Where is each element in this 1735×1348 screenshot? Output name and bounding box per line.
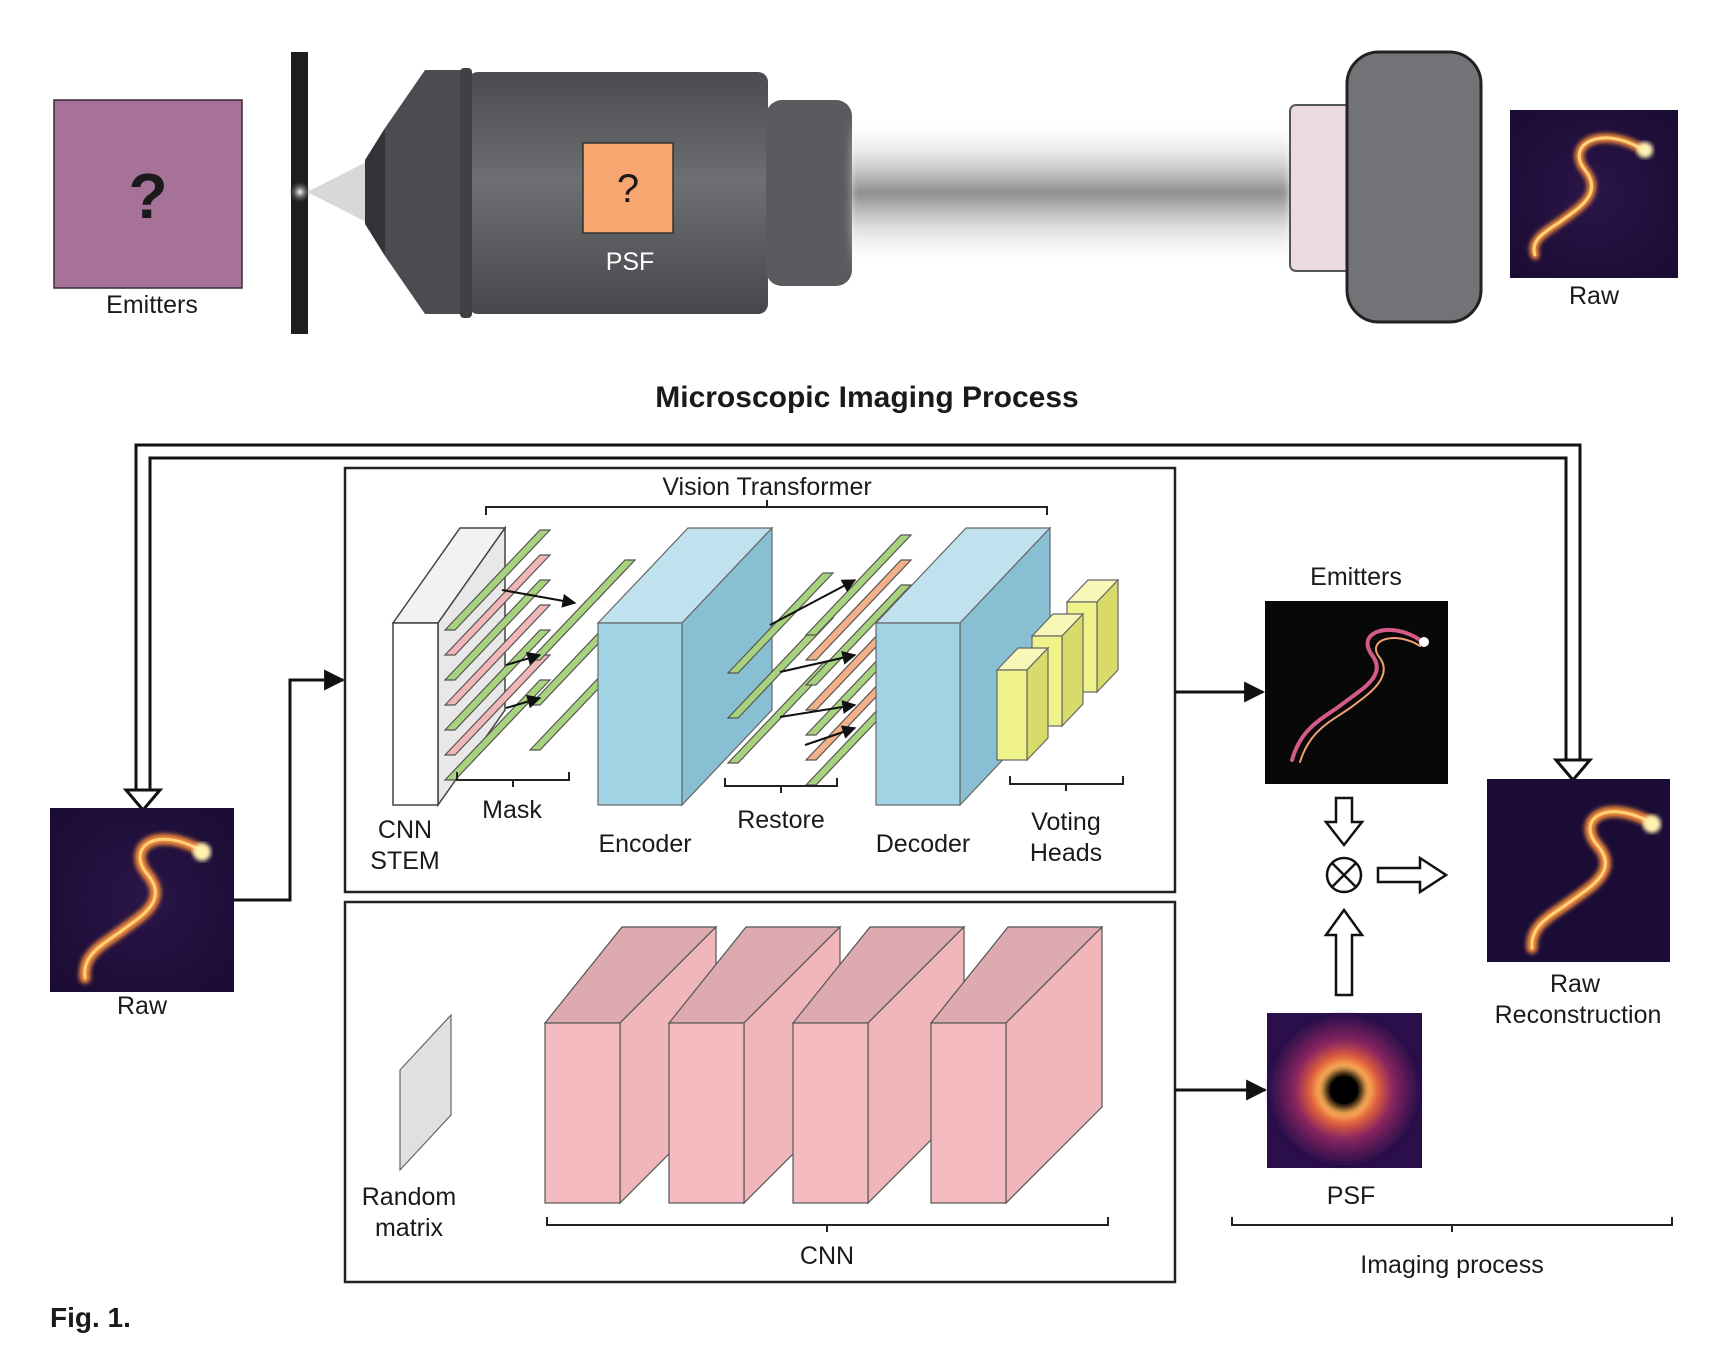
voting-label-2: Heads (1030, 839, 1102, 867)
raw-input-image (50, 808, 234, 992)
cnn-brace (546, 1217, 1109, 1232)
vit-brace (485, 500, 1048, 515)
voting-brace (1009, 776, 1124, 791)
raw-reconstruction-image (1487, 779, 1670, 962)
decoder-label: Decoder (876, 830, 971, 858)
feedback-loop-arrows (122, 443, 1594, 813)
imaging-process-brace (1231, 1217, 1673, 1232)
figure-label: Fig. 1. (50, 1302, 131, 1333)
encoder-label: Encoder (598, 830, 691, 858)
camera (1289, 50, 1483, 324)
mask-arrows (501, 589, 577, 709)
encoder-block (596, 526, 774, 807)
raw-reconstruction-label-1: Raw (1550, 970, 1601, 998)
cnn-blocks (543, 925, 1104, 1205)
raw-top-label: Raw (1569, 282, 1620, 310)
cnn-block-3 (791, 925, 966, 1205)
page-title: Microscopic Imaging Process (655, 381, 1078, 414)
raw-to-vit-arrow (234, 669, 346, 902)
emitters-output-label: Emitters (1310, 563, 1402, 591)
convolution-operator (1323, 796, 1449, 997)
light-spot (289, 181, 311, 203)
restore-label: Restore (737, 806, 825, 834)
emitters-output-image (1265, 601, 1448, 784)
random-matrix-label-1: Random (362, 1183, 457, 1211)
cnn-block-1 (543, 925, 718, 1205)
raw-reconstruction-label-2: Reconstruction (1495, 1001, 1662, 1029)
cnn-block-4 (929, 925, 1104, 1205)
random-matrix-plane (399, 1013, 452, 1172)
imaging-process-label: Imaging process (1360, 1251, 1543, 1279)
cnn-label: CNN (800, 1242, 854, 1270)
cnn-stem-block (391, 525, 507, 808)
light-beam (850, 118, 1290, 268)
psf-top-label: PSF (606, 248, 655, 276)
restore-brace (724, 778, 838, 793)
raw-input-label: Raw (117, 992, 168, 1020)
mask-label: Mask (482, 796, 542, 824)
voting-heads (995, 578, 1120, 762)
psf-question-mark: ? (617, 167, 639, 211)
psf-output-image (1267, 1013, 1422, 1168)
emitters-top-label: Emitters (106, 291, 198, 319)
random-matrix-label-2: matrix (375, 1214, 444, 1242)
objective-lens: ? PSF (365, 68, 852, 318)
voting-label-1: Voting (1031, 808, 1101, 836)
emitters-unknown-box (53, 99, 243, 289)
emitters-question-mark: ? (128, 160, 167, 232)
light-cone (307, 160, 370, 224)
cnn-panel (343, 900, 1177, 1284)
vit-label: Vision Transformer (662, 473, 871, 501)
psf-output-label: PSF (1327, 1182, 1376, 1210)
microscope-illustration: ? Emitters ? PSF Raw (53, 50, 1678, 334)
mask-brace (456, 772, 570, 787)
cnn-stem-label-1: CNN (378, 816, 432, 844)
restore-arrows (769, 579, 857, 746)
cnn-stem-label-2: STEM (370, 847, 439, 875)
raw-top-image (1510, 110, 1678, 278)
